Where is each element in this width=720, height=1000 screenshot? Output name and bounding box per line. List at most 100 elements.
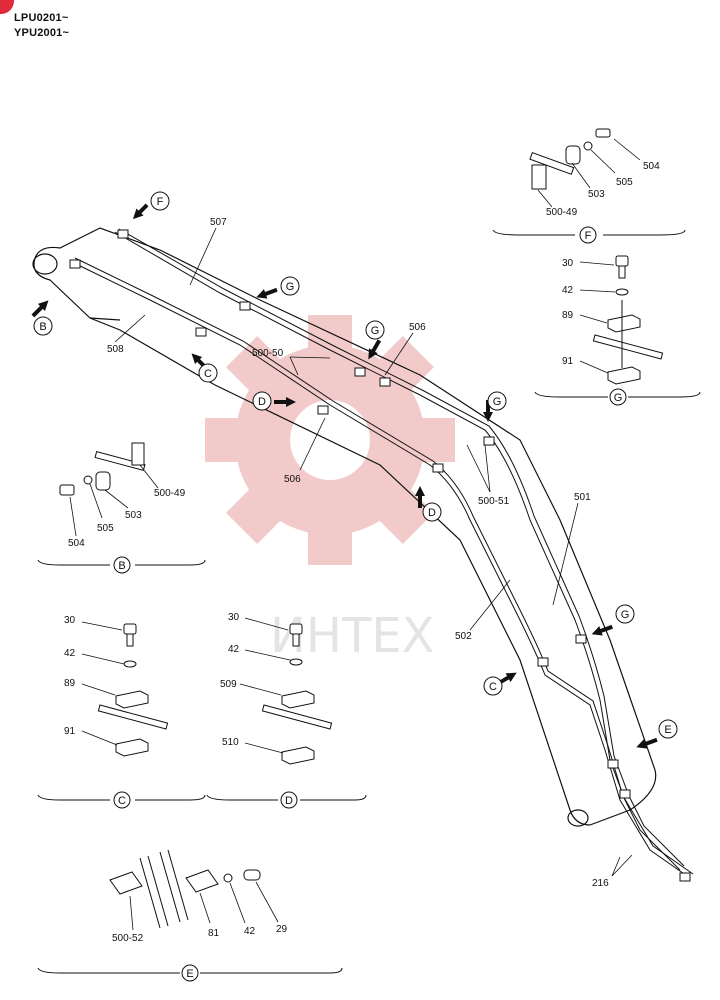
c-label-30: 30	[64, 615, 76, 626]
pipe-clamps	[69, 229, 691, 882]
bolt-head	[123, 623, 137, 635]
label-506-upper: 506	[409, 322, 426, 333]
clamp	[354, 367, 366, 377]
clamp-lower	[115, 738, 149, 757]
e-label-81: 81	[208, 928, 220, 939]
bolt-head	[243, 869, 261, 881]
label-507: 507	[210, 217, 227, 228]
callout-circles	[33, 191, 678, 739]
b-label-504: 504	[68, 538, 85, 549]
g-label-89: 89	[562, 310, 574, 321]
serial-range-line1: LPU0201~	[14, 12, 69, 24]
arrow-icon	[132, 203, 149, 220]
clamp-plate	[131, 442, 145, 466]
clamp	[537, 657, 549, 667]
clamp-half	[95, 471, 111, 491]
arrow-icon	[274, 397, 296, 407]
bolt-head	[615, 255, 629, 267]
washer-icon	[583, 141, 593, 151]
clamp-upper	[281, 690, 315, 709]
callout-d2: D	[428, 507, 436, 519]
clamp	[379, 377, 391, 387]
g-label-91: 91	[562, 356, 574, 367]
clamp	[619, 789, 631, 799]
e-title: E	[186, 968, 193, 980]
washer-icon	[123, 660, 137, 668]
c-label-91: 91	[64, 726, 76, 737]
d-label-42: 42	[228, 644, 240, 655]
f-label-504: 504	[643, 161, 660, 172]
washer-icon	[615, 288, 629, 296]
clamp	[195, 327, 207, 337]
arrow-icon	[31, 300, 49, 318]
clamp-plate	[531, 164, 547, 190]
bolt-head	[289, 623, 303, 635]
arrow-icon	[415, 486, 425, 508]
clamp	[607, 759, 619, 769]
label-501: 501	[574, 492, 591, 503]
clamp	[483, 436, 495, 446]
arrow-icon	[368, 339, 382, 360]
callout-letters: F G B C G D G D G C E	[39, 196, 671, 736]
callout-c1: C	[204, 368, 212, 380]
clamp	[679, 872, 691, 882]
d-label-510: 510	[222, 737, 239, 748]
label-216: 216	[592, 878, 609, 889]
b-label-505: 505	[97, 523, 114, 534]
arrow-icon	[256, 287, 278, 299]
washer-icon	[223, 873, 233, 883]
clamp	[239, 301, 251, 311]
f-label-505: 505	[616, 177, 633, 188]
watermark: ИНТЕХ	[205, 315, 455, 664]
label-508: 508	[107, 344, 124, 355]
clamp-left	[109, 871, 143, 895]
d-label-30: 30	[228, 612, 240, 623]
label-500-51: 500-51	[478, 496, 510, 507]
g-label-42: 42	[562, 285, 574, 296]
g-title: G	[614, 392, 623, 404]
callout-g2: G	[371, 325, 380, 337]
arrow-icon	[636, 737, 658, 749]
f-label-503: 503	[588, 189, 605, 200]
washer-icon	[289, 658, 303, 666]
clamp-lower	[607, 366, 641, 385]
clamp-upper	[607, 314, 641, 333]
callout-g3: G	[493, 396, 502, 408]
b-label-503: 503	[125, 510, 142, 521]
clamp	[117, 229, 129, 239]
e-label-500-52: 500-52	[112, 933, 144, 944]
leader-lines	[114, 227, 633, 877]
callout-b: B	[39, 321, 46, 333]
detail-d: 30 42 509 510 D	[206, 612, 367, 809]
c-label-89: 89	[64, 678, 76, 689]
clamp-upper	[115, 690, 149, 709]
serial-range-line2: YPU2001~	[14, 27, 70, 39]
bolt-head	[595, 128, 611, 138]
washer-icon	[83, 475, 93, 485]
c-label-42: 42	[64, 648, 76, 659]
label-500-50: 500-50	[252, 348, 284, 359]
e-label-29: 29	[276, 924, 288, 935]
b-label-500-49: 500-49	[154, 488, 186, 499]
g-label-30: 30	[562, 258, 574, 269]
callout-c2: C	[489, 681, 497, 693]
detail-e: 500-52 81 42 29 E	[37, 849, 343, 982]
clamp	[432, 463, 444, 473]
bolt-head	[59, 484, 75, 496]
callout-g4: G	[621, 609, 630, 621]
hydraulic-pipes	[71, 228, 694, 879]
c-title: C	[118, 795, 126, 807]
f-title: F	[585, 230, 592, 242]
e-label-42: 42	[244, 926, 256, 937]
label-506-lower: 506	[284, 474, 301, 485]
gear-icon	[205, 315, 455, 565]
main-part-labels: 507 508 500-50 506 506 500-51 501 502 21…	[107, 217, 609, 889]
callout-g1: G	[286, 281, 295, 293]
clamp	[575, 634, 587, 644]
detail-b: 500-49 504 505 503 B	[37, 442, 206, 574]
arm-outline	[32, 227, 657, 827]
detail-f: 504 505 503 500-49 F	[492, 128, 686, 244]
callout-e: E	[664, 724, 671, 736]
clamp-half	[565, 145, 581, 165]
